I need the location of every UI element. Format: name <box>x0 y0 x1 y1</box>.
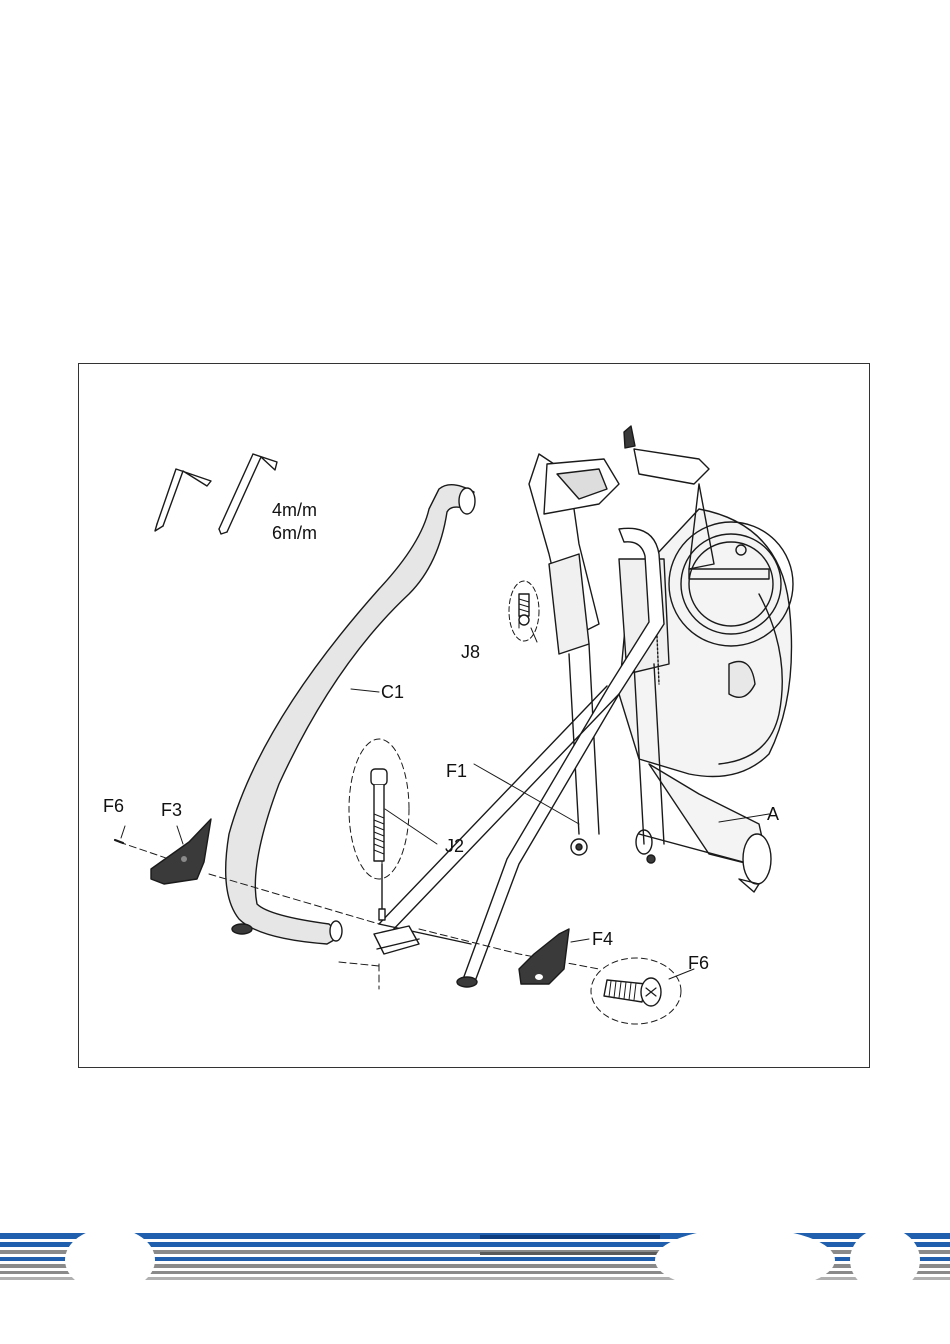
tool-size-4mm: 4m/m <box>272 500 317 520</box>
screw-f6-small <box>115 840 123 843</box>
bolt-j8-detail <box>509 581 539 641</box>
cover-f3 <box>151 819 211 884</box>
tube-c1 <box>226 485 475 944</box>
label-a: A <box>767 804 779 824</box>
cover-f4 <box>519 929 569 984</box>
tool-size-6mm: 6m/m <box>272 523 317 543</box>
label-f4: F4 <box>592 929 613 949</box>
label-f6-left: F6 <box>103 796 124 816</box>
label-j2: J2 <box>445 836 464 856</box>
allen-key-6mm-icon <box>219 454 277 534</box>
assembly-figure-frame: 4m/m 6m/m C1 J8 F1 A J2 F6 F3 F4 F6 <box>78 363 870 1068</box>
label-f1: F1 <box>446 761 467 781</box>
assembly-diagram: 4m/m 6m/m C1 J8 F1 A J2 F6 F3 F4 F6 <box>79 364 871 1069</box>
screw-f6-detail <box>591 958 681 1024</box>
label-f3: F3 <box>161 800 182 820</box>
footer-decorative-band <box>0 1225 950 1295</box>
label-j8: J8 <box>461 642 480 662</box>
bolt-j2-detail <box>349 739 409 879</box>
label-f6-right: F6 <box>688 953 709 973</box>
allen-key-4mm-icon <box>155 469 211 531</box>
label-c1: C1 <box>381 682 404 702</box>
